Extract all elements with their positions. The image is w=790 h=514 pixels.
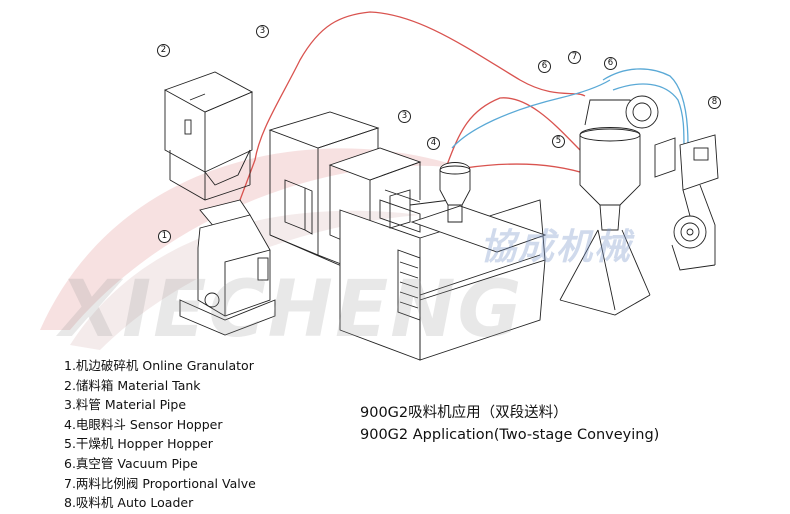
- component-legend: 1.机边破碎机 Online Granulator 2.储料箱 Material…: [64, 356, 256, 513]
- machine-illustrations: [163, 71, 719, 361]
- callout-6-right: 6: [604, 57, 617, 70]
- callout-8: 8: [708, 96, 721, 109]
- legend-item: 6.真空管 Vacuum Pipe: [64, 455, 198, 471]
- watermark-latin-text: XIECHENG: [60, 265, 524, 355]
- callout-6-left: 6: [538, 60, 551, 73]
- diagram-caption: 900G2吸料机应用（双段送料） 900G2 Application(Two-s…: [360, 402, 659, 446]
- callout-1: 1: [158, 230, 171, 243]
- callout-3-upper: 3: [256, 25, 269, 38]
- caption-english: 900G2 Application(Two-stage Conveying): [360, 427, 660, 443]
- callout-3-lower: 3: [398, 110, 411, 123]
- legend-item: 3.料管 Material Pipe: [64, 397, 187, 413]
- legend-item: 5.干燥机 Hopper Hopper: [64, 436, 213, 452]
- legend-item: 2.储料箱 Material Tank: [64, 377, 201, 393]
- callout-4: 4: [427, 137, 440, 150]
- legend-item: 4.电眼料斗 Sensor Hopper: [64, 416, 223, 432]
- callout-7: 7: [568, 51, 581, 64]
- callout-5: 5: [552, 135, 565, 148]
- caption-chinese: 900G2吸料机应用（双段送料）: [360, 405, 568, 421]
- legend-item: 7.两料比例阀 Proportional Valve: [64, 475, 256, 491]
- callout-2: 2: [157, 44, 170, 57]
- watermark-chinese-text: 協成机械: [480, 227, 633, 268]
- legend-item: 1.机边破碎机 Online Granulator: [64, 358, 254, 373]
- vacuum-pipe-lines: [451, 68, 689, 151]
- legend-item: 8.吸料机 Auto Loader: [64, 495, 194, 511]
